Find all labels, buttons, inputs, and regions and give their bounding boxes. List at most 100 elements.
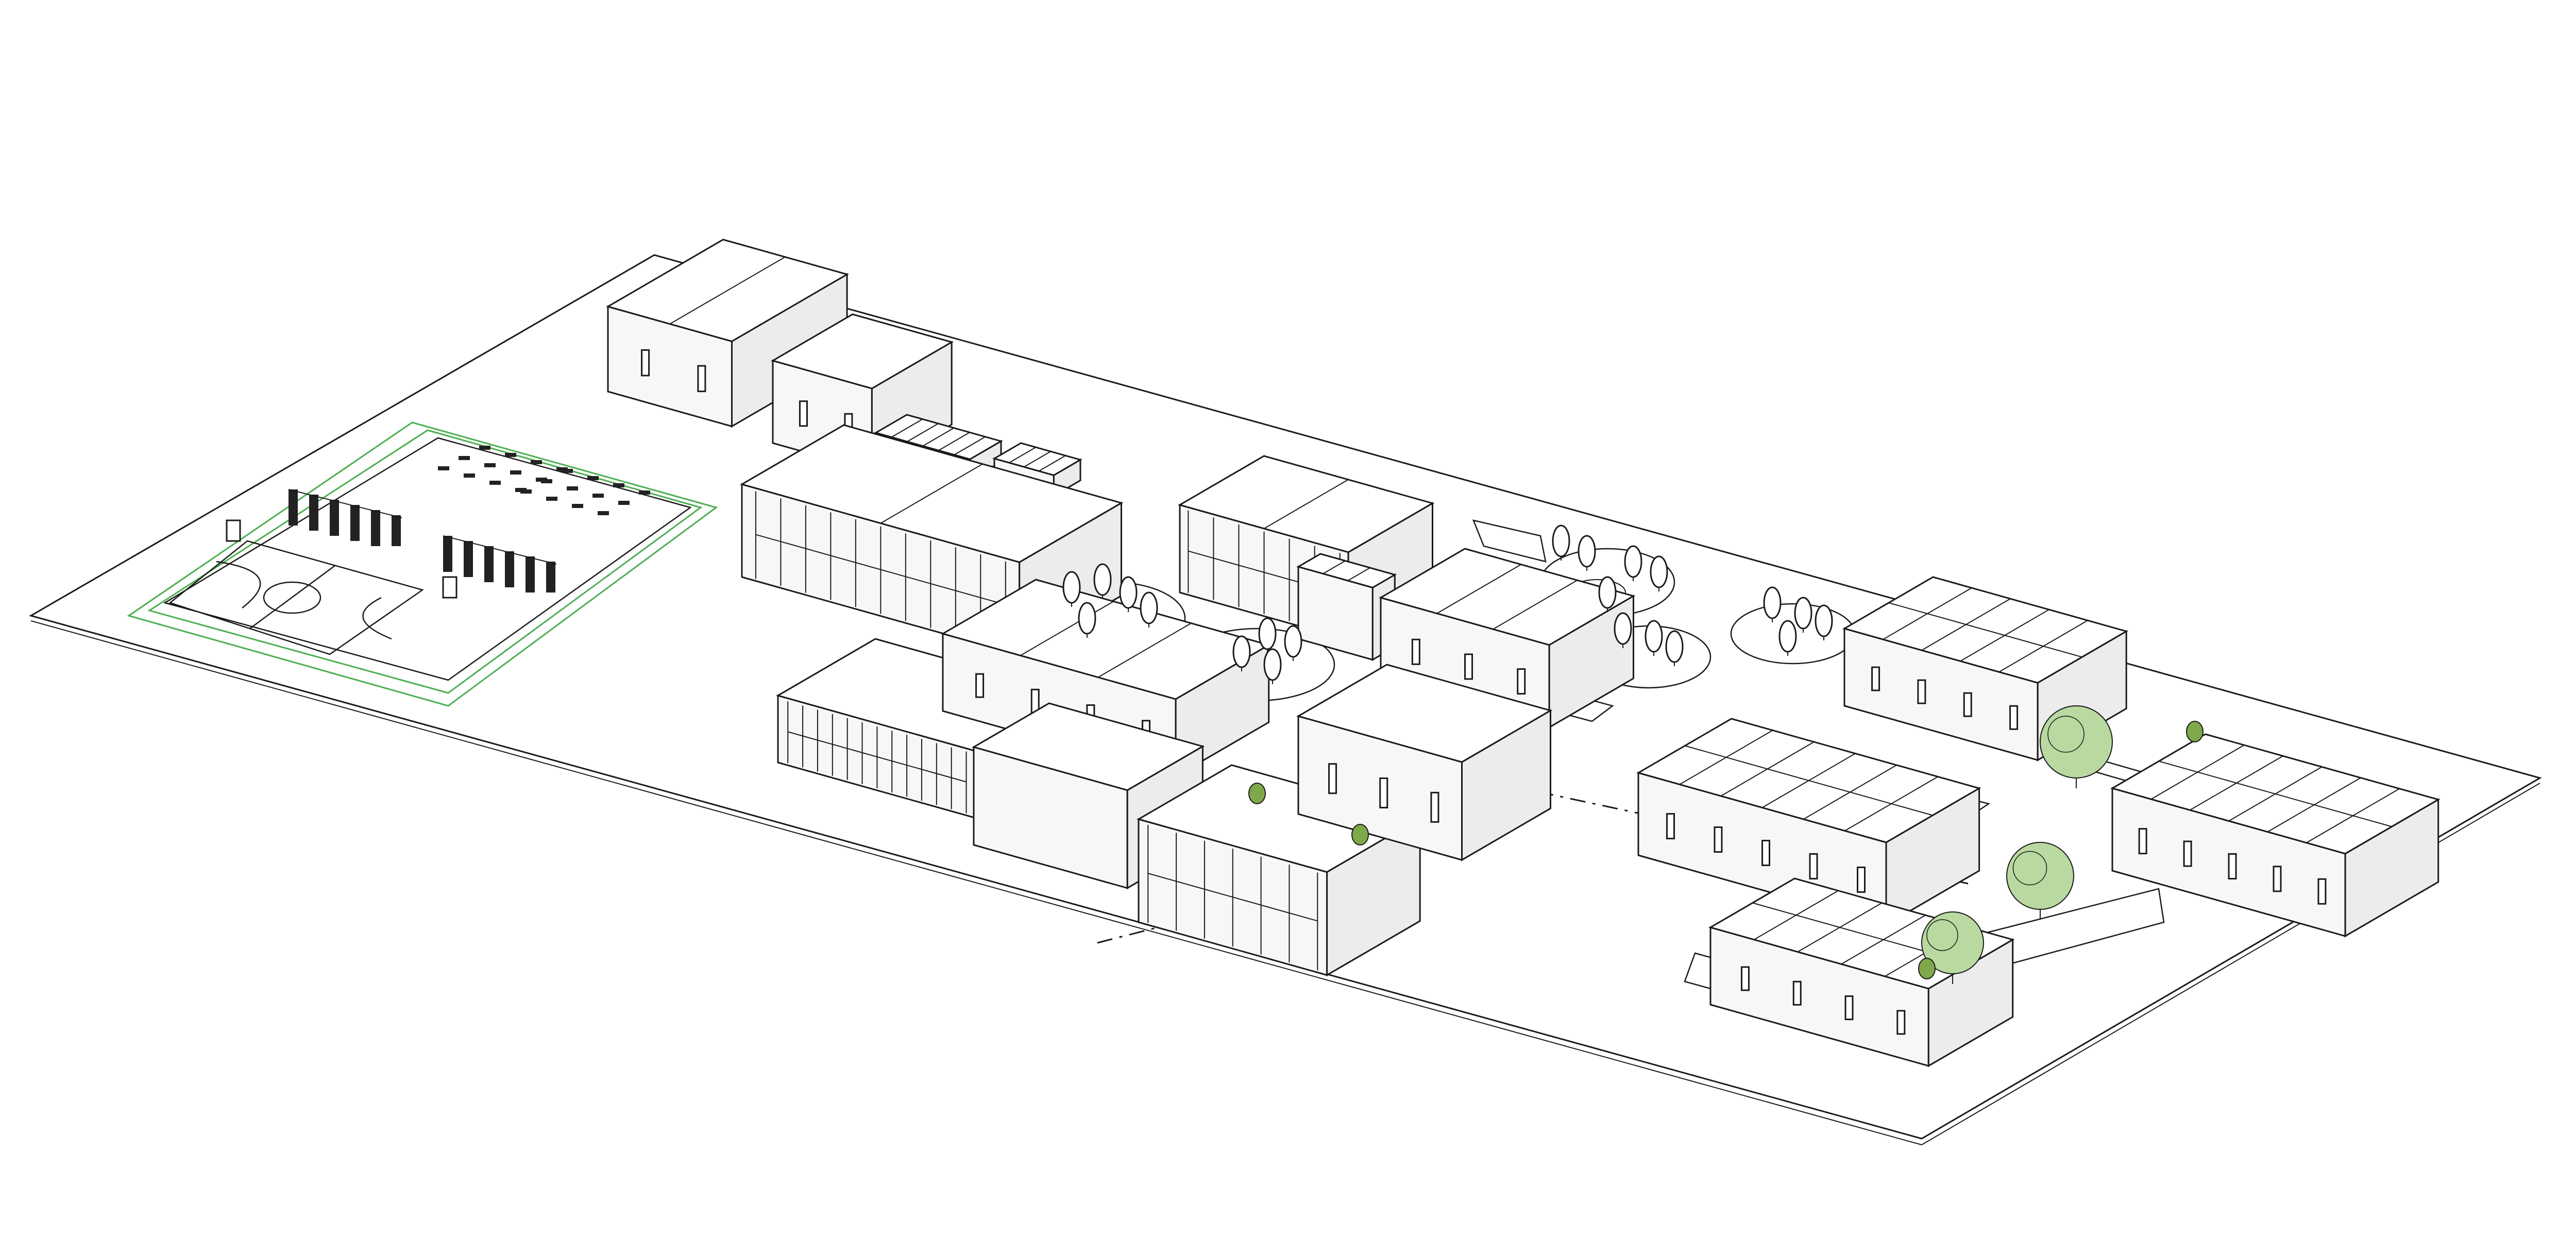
- shrub-icon: [1351, 824, 1369, 845]
- trees-group: [1062, 524, 1833, 684]
- tree-icon: [1263, 648, 1282, 684]
- table-icon: [459, 456, 470, 460]
- table-icon: [531, 460, 542, 464]
- basketball-hoop-right-icon: [442, 576, 457, 599]
- tree-icon: [1794, 597, 1812, 633]
- sports-court-area: [127, 421, 718, 707]
- large-tree-icon: [2040, 705, 2113, 788]
- building-workshop-window: [1430, 791, 1439, 823]
- pergola-2-partition: [1009, 447, 1036, 463]
- table-icon: [592, 494, 604, 498]
- building-classroom-south-window: [1896, 1010, 1906, 1035]
- table-icon: [562, 469, 573, 473]
- table-icon: [546, 497, 557, 501]
- court-plate: [163, 437, 692, 681]
- gym-equipment-cluster-2: [443, 535, 557, 592]
- table-icon: [438, 466, 449, 470]
- shrub-icon: [1248, 783, 1266, 804]
- pergola-1-partition: [891, 418, 923, 438]
- building-workshop-window: [1328, 763, 1337, 794]
- building-workshop: [1296, 664, 1553, 861]
- building-glass-hall-partition: [880, 463, 983, 524]
- building-classroom-east-c-window: [2138, 828, 2147, 855]
- court-center-line: [249, 565, 335, 630]
- building-classroom-east-c-window: [2183, 840, 2192, 867]
- building-classroom-east-b-window: [1917, 679, 1926, 704]
- building-classroom-south-window: [1792, 980, 1802, 1006]
- building-classroom-mid-partition: [1493, 580, 1578, 630]
- building-admin-a-window: [697, 365, 706, 393]
- basketball-hoop-left-icon: [226, 519, 241, 542]
- court-three-point-arc-right: [362, 597, 392, 640]
- building-classroom-east-c: [2110, 733, 2441, 938]
- table-icon: [639, 490, 650, 495]
- buildings-group: [606, 239, 2441, 1068]
- building-classroom-mid-partition: [1436, 564, 1521, 614]
- building-admin-b-roof-outline: [771, 313, 954, 390]
- table-icon: [541, 479, 552, 483]
- tree-icon: [1232, 635, 1251, 671]
- building-classroom-east-c-window: [2317, 878, 2327, 905]
- shrub-icon: [1918, 958, 1936, 979]
- court-outer-green-border: [127, 421, 718, 707]
- building-admin-a-partition: [669, 256, 786, 325]
- pergola-2-partition: [1039, 455, 1066, 472]
- table-icon: [587, 476, 599, 480]
- tree-icon: [1665, 630, 1684, 666]
- tree-icon: [1645, 620, 1663, 656]
- tree-icon: [1614, 612, 1632, 648]
- site-edge-front: [30, 620, 1922, 1145]
- tree-icon: [1650, 555, 1668, 591]
- building-classroom-mid-window: [1517, 668, 1526, 695]
- tree-icon: [1598, 576, 1617, 612]
- pergola-1-partition: [954, 436, 986, 455]
- tree-icon: [1140, 591, 1158, 628]
- tree-icon: [1062, 571, 1081, 607]
- table-icon: [598, 511, 609, 515]
- large-trees: [1248, 705, 2204, 984]
- basketball-court-lines: [168, 540, 424, 655]
- building-cafeteria-upper-partition: [1097, 622, 1192, 678]
- building-classroom-mid-window: [1464, 653, 1473, 680]
- gateway-frame-partition: [1323, 560, 1346, 574]
- table-icon: [567, 486, 578, 490]
- building-classroom-east-c-window: [2228, 853, 2237, 879]
- pergola-2-partition: [1024, 451, 1051, 468]
- table-icon: [520, 489, 532, 494]
- tree-icon: [1763, 586, 1782, 622]
- building-classroom-east-b-window: [2009, 705, 2019, 730]
- gym-equipment-cluster-1: [288, 489, 402, 546]
- shrub-icon: [2186, 721, 2204, 742]
- tree-icon: [1284, 625, 1302, 661]
- building-studio: [1137, 764, 1422, 977]
- building-cafeteria-transom: [787, 731, 967, 783]
- building-library-partition: [1264, 479, 1349, 529]
- pergola-1-partition: [907, 423, 939, 442]
- building-classroom-east-b-window: [1871, 666, 1880, 691]
- building-admin-a-window: [641, 349, 650, 377]
- table-icon: [489, 481, 501, 485]
- large-tree-icon: [1921, 911, 1984, 984]
- table-icon: [510, 470, 521, 475]
- pergola-1-partition: [938, 432, 970, 451]
- building-workshop-window: [1379, 777, 1388, 809]
- building-studio-transom: [1148, 873, 1318, 922]
- building-classroom-east-b-window: [1963, 692, 1972, 717]
- table-icon: [484, 463, 496, 467]
- tree-icon: [1778, 620, 1797, 656]
- table-icon: [613, 483, 624, 487]
- table-icon: [464, 473, 475, 478]
- tree-icon: [1624, 545, 1642, 581]
- table-icon: [572, 504, 583, 508]
- building-classroom-east-a-window: [1809, 853, 1818, 879]
- tree-icon: [1078, 602, 1096, 638]
- building-classroom-east-a-window: [1857, 866, 1866, 893]
- court-center-circle: [263, 581, 321, 614]
- building-classroom-mid-window: [1411, 638, 1420, 665]
- building-admin-b-window: [799, 400, 808, 427]
- large-tree-icon: [2006, 842, 2074, 920]
- tree-icon: [1119, 576, 1138, 612]
- gateway-frame-partition: [1347, 567, 1370, 581]
- building-classroom-east-a-window: [1714, 826, 1723, 853]
